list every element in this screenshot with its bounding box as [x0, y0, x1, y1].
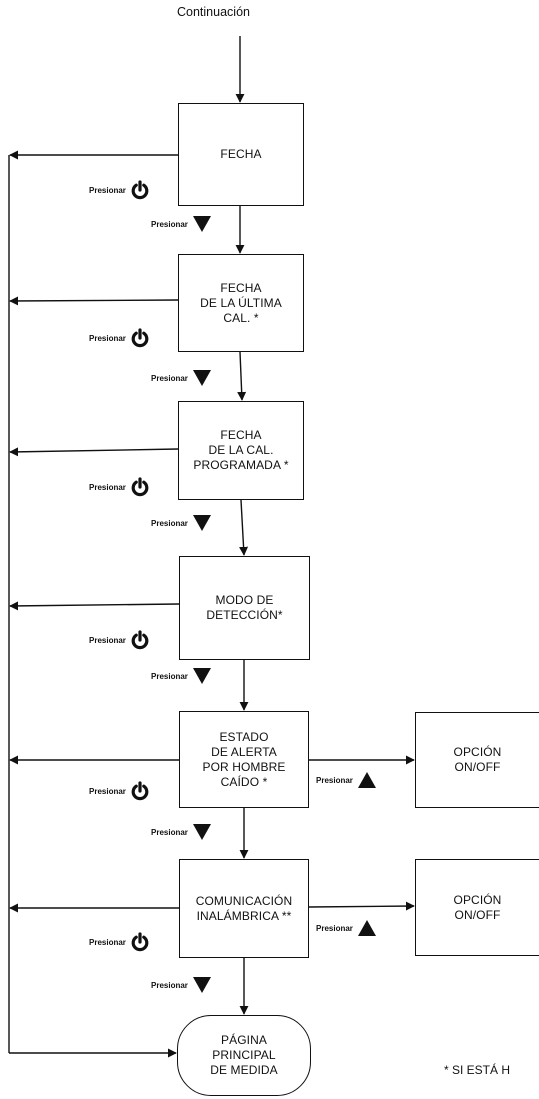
press-down-1: Presionar	[151, 214, 212, 234]
box-estado-hombre-caido-label: ESTADO DE ALERTA POR HOMBRE CAÍDO *	[202, 729, 286, 789]
box-modo-deteccion: MODO DE DETECCIÓN*	[179, 556, 310, 660]
press-label: Presionar	[316, 923, 353, 933]
power-icon	[131, 932, 149, 952]
press-label: Presionar	[89, 333, 126, 343]
box-fecha: FECHA	[178, 103, 304, 206]
press-power-5: Presionar	[89, 781, 150, 801]
press-label: Presionar	[89, 185, 126, 195]
press-label: Presionar	[151, 827, 188, 837]
press-label: Presionar	[151, 219, 188, 229]
box-fecha-label: FECHA	[220, 147, 262, 161]
box-fecha-cal-programada: FECHA DE LA CAL. PROGRAMADA *	[178, 401, 304, 500]
triangle-down-icon	[192, 824, 211, 840]
power-icon	[131, 630, 149, 650]
triangle-up-icon	[357, 772, 376, 788]
press-label: Presionar	[89, 937, 126, 947]
press-down-4: Presionar	[151, 666, 212, 686]
triangle-up-icon	[357, 920, 376, 936]
arrow-modo-return	[9, 601, 180, 611]
press-power-2: Presionar	[89, 328, 150, 348]
arrow-ultima-cal-to-cal-programada	[237, 351, 247, 401]
press-label: Presionar	[89, 635, 126, 645]
box-opcion-on-off-1-label: OPCIÓN ON/OFF	[453, 745, 502, 774]
box-opcion-on-off-1: OPCIÓN ON/OFF	[415, 712, 539, 808]
box-fecha-ultima-cal-label: FECHA DE LA ÚLTIMA CAL. *	[200, 280, 282, 325]
triangle-down-icon	[192, 668, 211, 684]
press-up-1: Presionar	[316, 770, 377, 790]
press-power-4: Presionar	[89, 630, 150, 650]
press-label: Presionar	[316, 775, 353, 785]
press-power-1: Presionar	[89, 180, 150, 200]
box-pagina-principal: PÁGINA PRINCIPAL DE MEDIDA	[177, 1015, 311, 1096]
power-icon	[131, 477, 149, 497]
arrow-cal-programada-to-modo	[239, 499, 249, 556]
press-label: Presionar	[151, 518, 188, 528]
power-icon	[131, 781, 149, 801]
press-down-5: Presionar	[151, 822, 212, 842]
arrow-cal-programada-return	[9, 447, 179, 457]
box-pagina-principal-label: PÁGINA PRINCIPAL DE MEDIDA	[210, 1033, 278, 1077]
box-opcion-on-off-2: OPCIÓN ON/OFF	[415, 859, 539, 956]
box-comunicacion-inalambrica-label: COMUNICACIÓN INALÁMBRICA **	[195, 893, 293, 923]
press-label: Presionar	[151, 980, 188, 990]
box-estado-hombre-caido: ESTADO DE ALERTA POR HOMBRE CAÍDO *	[179, 711, 309, 808]
power-icon	[131, 180, 149, 200]
press-power-6: Presionar	[89, 932, 150, 952]
press-down-3: Presionar	[151, 513, 212, 533]
press-label: Presionar	[151, 671, 188, 681]
arrow-ultima-cal-return	[9, 296, 179, 306]
continuation-label: Continuación	[177, 5, 250, 19]
box-comunicacion-inalambrica: COMUNICACIÓN INALÁMBRICA **	[179, 859, 309, 958]
press-power-3: Presionar	[89, 477, 150, 497]
press-label: Presionar	[151, 373, 188, 383]
press-label: Presionar	[89, 786, 126, 796]
press-down-2: Presionar	[151, 368, 212, 388]
box-opcion-on-off-2-label: OPCIÓN ON/OFF	[453, 892, 502, 922]
box-fecha-cal-programada-label: FECHA DE LA CAL. PROGRAMADA *	[193, 428, 289, 472]
triangle-down-icon	[192, 515, 211, 531]
press-up-2: Presionar	[316, 918, 377, 938]
press-down-6: Presionar	[151, 975, 212, 995]
triangle-down-icon	[192, 370, 211, 386]
arrow-comunicacion-to-opcion	[308, 901, 415, 911]
box-fecha-ultima-cal: FECHA DE LA ÚLTIMA CAL. *	[178, 254, 304, 352]
footnote: * SI ESTÁ H	[444, 1063, 511, 1077]
triangle-down-icon	[192, 977, 211, 993]
box-modo-deteccion-label: MODO DE DETECCIÓN*	[206, 593, 283, 622]
triangle-down-icon	[192, 216, 211, 232]
power-icon	[131, 328, 149, 348]
press-label: Presionar	[89, 482, 126, 492]
